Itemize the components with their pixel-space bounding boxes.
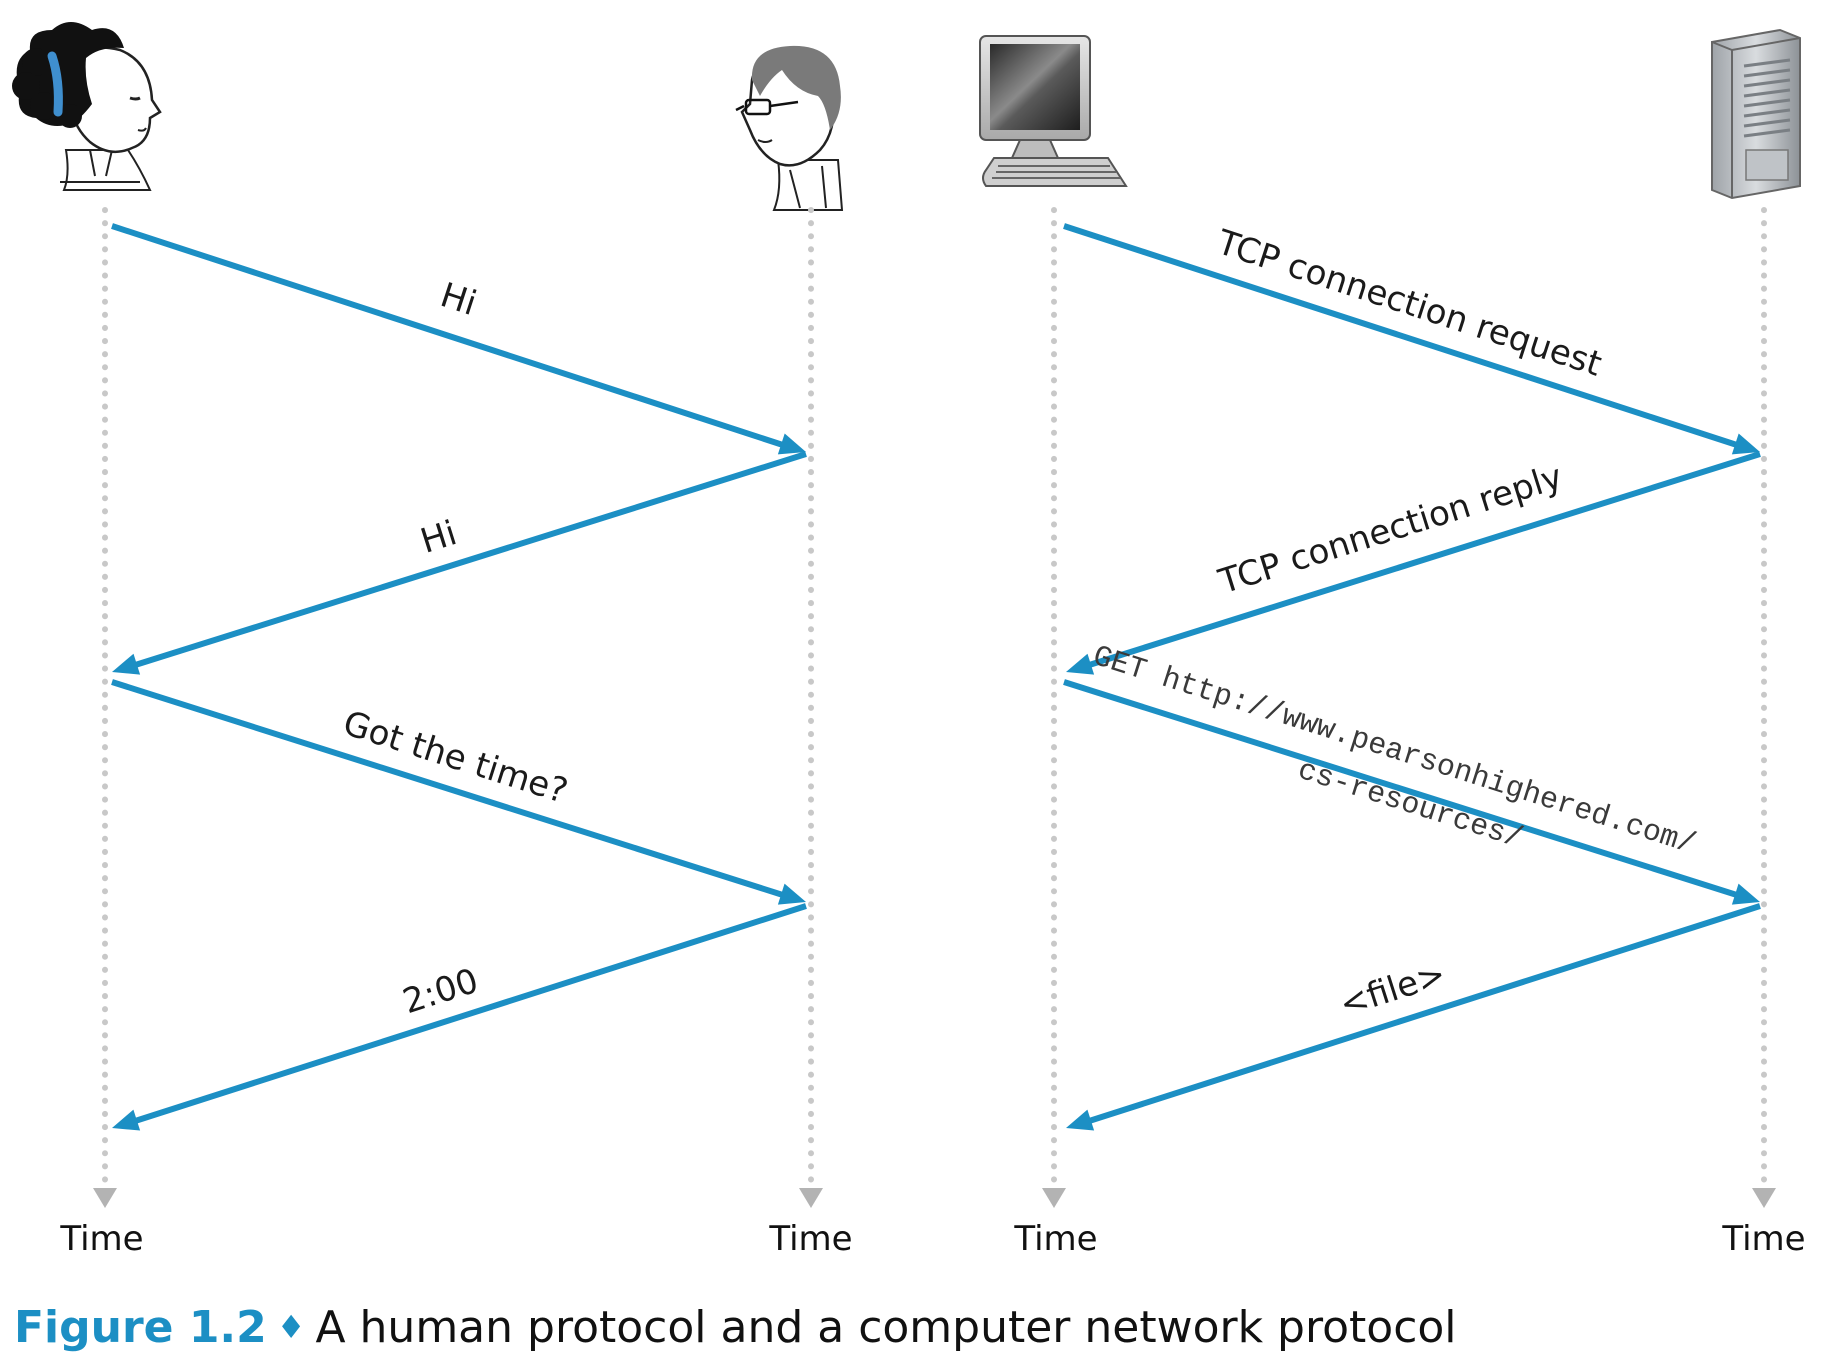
- message-arrow: [112, 451, 807, 675]
- message-label: Got the time?: [338, 703, 572, 812]
- time-label-computer: Time: [1013, 1219, 1097, 1259]
- message-label: <file>: [1335, 954, 1451, 1025]
- figure-caption: Figure 1.2♦A human protocol and a comput…: [14, 1306, 1457, 1350]
- timeline-man: [799, 207, 823, 1208]
- message-arrow: [111, 223, 806, 455]
- timeline-computer: [1042, 207, 1066, 1208]
- message-label: Hi: [436, 275, 482, 324]
- message-arrow: [1066, 903, 1761, 1131]
- timeline-server: [1752, 207, 1776, 1208]
- timeline-woman: [93, 207, 117, 1208]
- message-label: TCP connection request: [1212, 222, 1607, 385]
- message-arrow: [1063, 223, 1760, 455]
- caption-separator: ♦: [276, 1308, 306, 1346]
- computer-icon: [979, 35, 1128, 187]
- message-arrow: [112, 903, 807, 1131]
- message-arrow: [1063, 679, 1760, 905]
- man-icon: [735, 45, 844, 211]
- message-arrow: [111, 679, 806, 905]
- time-label-man: Time: [768, 1219, 852, 1259]
- message-arrow: [1066, 451, 1761, 675]
- message-label: GET http://www.pearsonhighered.com/: [1089, 640, 1700, 863]
- figure-number: Figure 1.2: [14, 1302, 267, 1353]
- message-label: Hi: [416, 513, 461, 562]
- woman-icon: [12, 22, 162, 191]
- time-label-woman: Time: [59, 1219, 143, 1259]
- time-label-server: Time: [1721, 1219, 1805, 1259]
- caption-text: A human protocol and a computer network …: [315, 1302, 1457, 1353]
- server-icon: [1711, 28, 1801, 200]
